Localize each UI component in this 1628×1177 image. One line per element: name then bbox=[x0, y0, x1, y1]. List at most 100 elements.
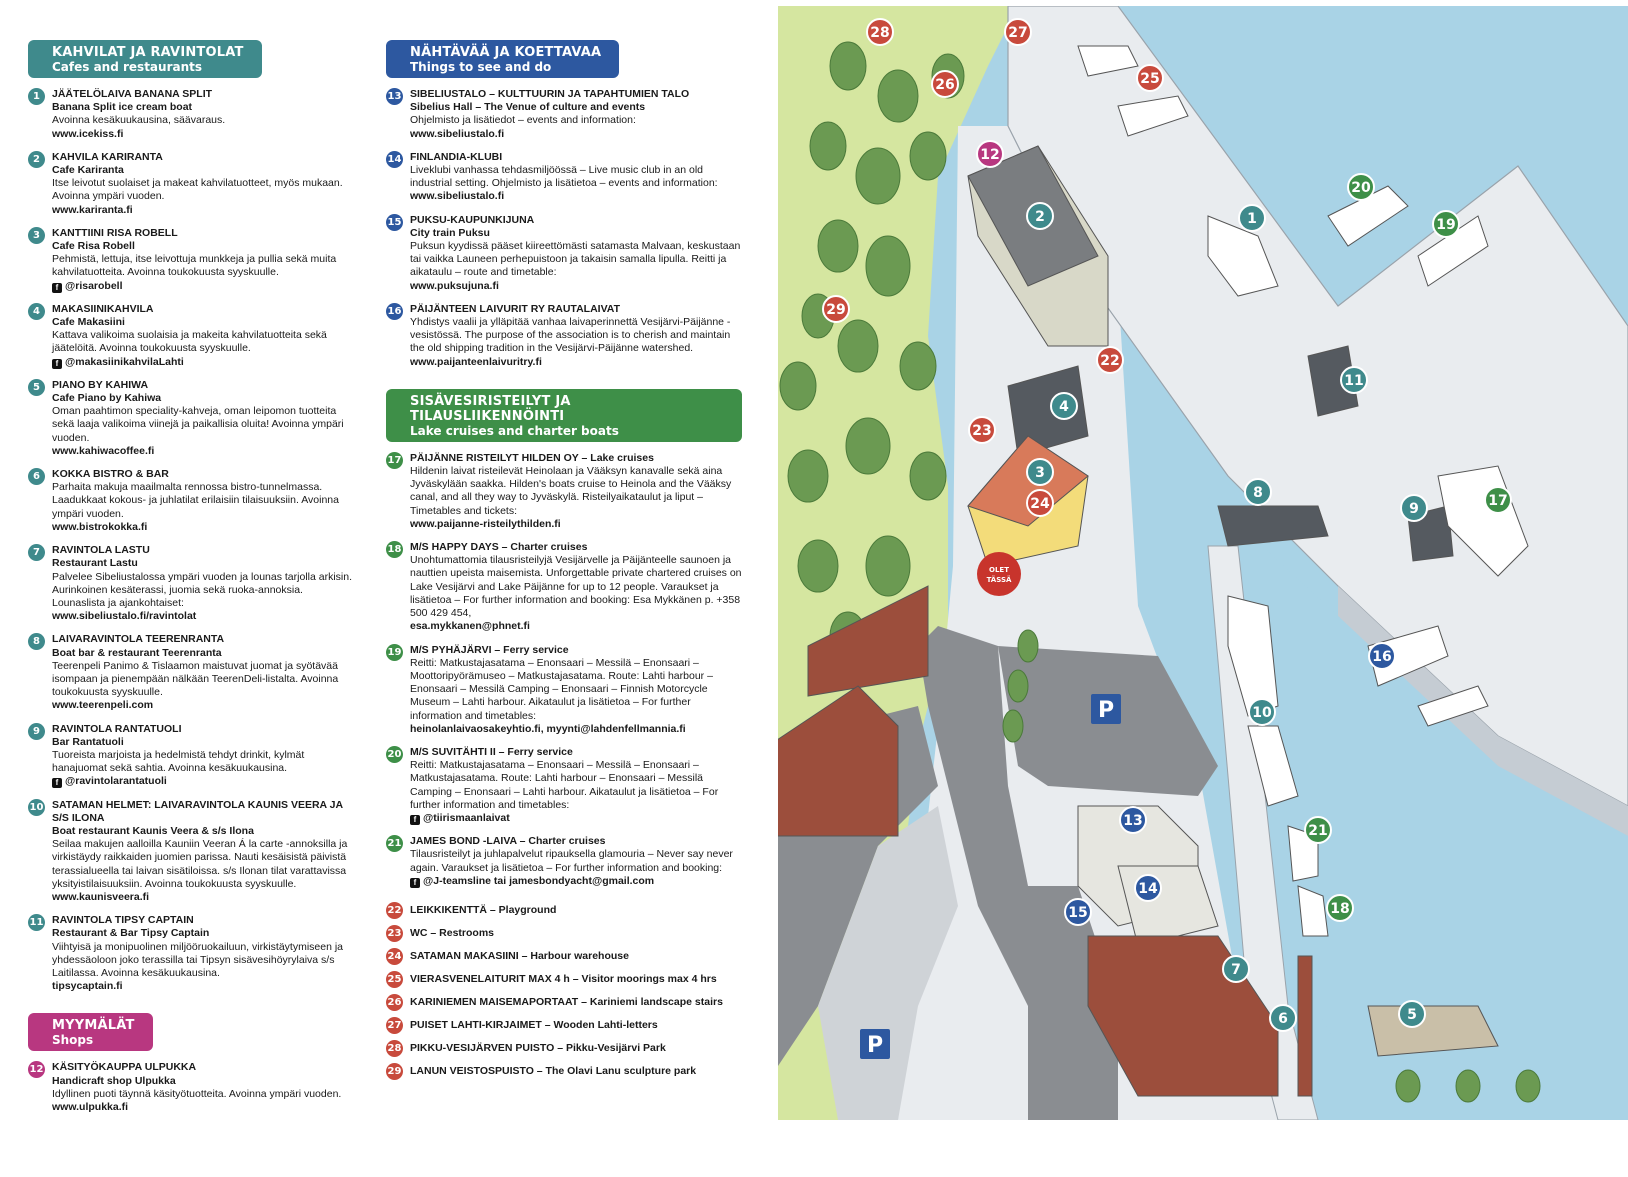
map-marker-16[interactable]: 16 bbox=[1368, 642, 1396, 670]
map-marker-number: 9 bbox=[1409, 501, 1419, 517]
entry-link-text[interactable]: @risarobell bbox=[65, 279, 123, 292]
entry-link-text[interactable]: www.sibeliustalo.fi bbox=[410, 190, 505, 203]
map-marker-2[interactable]: 2 bbox=[1026, 202, 1054, 230]
map-marker-25[interactable]: 25 bbox=[1136, 64, 1164, 92]
entry-link[interactable]: www.ulpukka.fi bbox=[52, 1101, 358, 1114]
entry-link-text[interactable]: www.kaunisveera.fi bbox=[52, 890, 150, 903]
map-marker-9[interactable]: 9 bbox=[1400, 494, 1428, 522]
map-marker-6[interactable]: 6 bbox=[1269, 1004, 1297, 1032]
map-marker-21[interactable]: 21 bbox=[1304, 816, 1332, 844]
parking-sign-south[interactable]: P bbox=[860, 1029, 890, 1059]
entry-link[interactable]: f@J-teamsline tai jamesbondyacht@gmail.c… bbox=[410, 875, 742, 888]
entry-name: KÄSITYÖKAUPPA ULPUKKA bbox=[52, 1061, 197, 1074]
map-marker-29[interactable]: 29 bbox=[822, 295, 850, 323]
shops-heading: MYYMÄLÄT Shops bbox=[28, 1013, 153, 1052]
entry-link-text[interactable]: www.puksujuna.fi bbox=[410, 279, 499, 292]
map-marker-8[interactable]: 8 bbox=[1244, 478, 1272, 506]
sights-title-en: Things to see and do bbox=[410, 60, 552, 74]
map-marker-19[interactable]: 19 bbox=[1432, 210, 1460, 238]
map-marker-number: 13 bbox=[1123, 813, 1142, 829]
map-marker-circle bbox=[1238, 204, 1266, 232]
map-marker-number: 17 bbox=[1488, 493, 1507, 509]
map-marker-circle bbox=[931, 70, 959, 98]
entry-link[interactable]: www.sibeliustalo.fi bbox=[410, 190, 742, 203]
map-marker-circle bbox=[1134, 874, 1162, 902]
map-marker-11[interactable]: 11 bbox=[1340, 366, 1368, 394]
entry-link[interactable]: www.paijanne-risteilythilden.fi bbox=[410, 518, 742, 531]
entry-link-text[interactable]: www.paijanteenlaivuritry.fi bbox=[410, 355, 542, 368]
entry-link[interactable]: f@ravintolarantatuoli bbox=[52, 775, 358, 789]
entry-link[interactable]: www.sibeliustalo.fi bbox=[410, 128, 742, 141]
entry-link[interactable]: f@tiirismaanlaivat bbox=[410, 812, 742, 825]
entry-link[interactable]: tipsycaptain.fi bbox=[52, 980, 358, 993]
map-marker-28[interactable]: 28 bbox=[866, 18, 894, 46]
entry-link[interactable]: esa.mykkanen@phnet.fi bbox=[410, 620, 742, 633]
entry-description: Tilausristeilyt ja juhlapalvelut ripauks… bbox=[410, 848, 733, 874]
misc-label: SATAMAN MAKASIINI – Harbour warehouse bbox=[410, 949, 629, 962]
map-marker-17[interactable]: 17 bbox=[1484, 486, 1512, 514]
map-marker-18[interactable]: 18 bbox=[1326, 894, 1354, 922]
map-marker-22[interactable]: 22 bbox=[1096, 346, 1124, 374]
map-marker-23[interactable]: 23 bbox=[968, 416, 996, 444]
parking-sign-north[interactable]: P bbox=[1091, 694, 1121, 724]
map-marker-number: 2 bbox=[1035, 209, 1045, 225]
map-marker-26[interactable]: 26 bbox=[931, 70, 959, 98]
entry-link-text[interactable]: www.teerenpeli.com bbox=[52, 699, 154, 712]
entry-link-text[interactable]: www.kahiwacoffee.fi bbox=[52, 444, 155, 457]
entry-link-text[interactable]: www.sibeliustalo.fi/ravintolat bbox=[52, 610, 197, 623]
map-marker-10[interactable]: 10 bbox=[1248, 698, 1276, 726]
map-marker-number: 26 bbox=[935, 77, 954, 93]
entry-link-text[interactable]: @tiirismaanlaivat bbox=[423, 811, 510, 824]
entry-number-badge: 14 bbox=[386, 150, 403, 168]
entry-link-text[interactable]: heinolanlaivaosakeyhtio.fi, myynti@lahde… bbox=[410, 722, 686, 735]
map-marker-14[interactable]: 14 bbox=[1134, 874, 1162, 902]
map-marker-3[interactable]: 3 bbox=[1026, 458, 1054, 486]
entry-link[interactable]: www.puksujuna.fi bbox=[410, 280, 742, 293]
entry-link[interactable]: www.paijanteenlaivuritry.fi bbox=[410, 356, 742, 369]
entry-link[interactable]: www.kahiwacoffee.fi bbox=[52, 445, 358, 458]
entry-link-text[interactable]: www.paijanne-risteilythilden.fi bbox=[410, 517, 561, 530]
entry-link-text[interactable]: www.ulpukka.fi bbox=[52, 1101, 129, 1113]
map-marker-4[interactable]: 4 bbox=[1050, 392, 1078, 420]
map-marker-20[interactable]: 20 bbox=[1347, 173, 1375, 201]
map-marker-7[interactable]: 7 bbox=[1222, 955, 1250, 983]
entry-link[interactable]: f@risarobell bbox=[52, 280, 358, 293]
entry-link-text[interactable]: www.bistrokokka.fi bbox=[52, 520, 148, 533]
entry-link-text[interactable]: esa.mykkanen@phnet.fi bbox=[410, 620, 530, 633]
map-marker-15[interactable]: 15 bbox=[1064, 898, 1092, 926]
entry-number-badge: 17 bbox=[386, 451, 403, 469]
map-marker-24[interactable]: 24 bbox=[1026, 489, 1054, 517]
entry-number-badge: 3 bbox=[28, 226, 45, 244]
entry-link-text[interactable]: @J-teamsline tai jamesbondyacht@gmail.co… bbox=[423, 874, 655, 887]
entry-link-text[interactable]: @makasiinikahvilaLahti bbox=[65, 355, 184, 368]
map-marker-13[interactable]: 13 bbox=[1119, 806, 1147, 834]
entry-number-badge: 11 bbox=[28, 914, 45, 932]
entry-link-text[interactable]: www.kariranta.fi bbox=[52, 203, 133, 216]
you-are-here-line2: TÄSSÄ bbox=[987, 575, 1012, 584]
map-marker-number: 19 bbox=[1436, 217, 1455, 233]
map-marker-5[interactable]: 5 bbox=[1398, 1000, 1426, 1028]
map-marker-12[interactable]: 12 bbox=[976, 140, 1004, 168]
sidewalk-west bbox=[818, 806, 958, 1120]
entry-link[interactable]: www.teerenpeli.com bbox=[52, 699, 358, 712]
map-marker-27[interactable]: 27 bbox=[1004, 18, 1032, 46]
entry-link[interactable]: f@makasiinikahvilaLahti bbox=[52, 356, 358, 369]
entry-link[interactable]: www.icekiss.fi bbox=[52, 128, 358, 141]
map-marker-1[interactable]: 1 bbox=[1238, 204, 1266, 232]
entry-number-badge: 28 bbox=[386, 1039, 403, 1057]
entry-description: Ohjelmisto ja lisätiedot – events and in… bbox=[410, 114, 636, 127]
map-marker-circle bbox=[1326, 894, 1354, 922]
entry-link[interactable]: www.kariranta.fi bbox=[52, 204, 358, 217]
entry-link[interactable]: www.bistrokokka.fi bbox=[52, 521, 358, 534]
entry-link[interactable]: www.sibeliustalo.fi/ravintolat bbox=[52, 610, 358, 623]
entry-link-text[interactable]: @ravintolarantatuoli bbox=[65, 775, 167, 788]
entry-link-text[interactable]: www.icekiss.fi bbox=[52, 127, 124, 140]
entry-link-text[interactable]: www.sibeliustalo.fi bbox=[410, 127, 505, 140]
entry-link-text[interactable]: tipsycaptain.fi bbox=[52, 980, 123, 993]
entry-link[interactable]: heinolanlaivaosakeyhtio.fi, myynti@lahde… bbox=[410, 723, 742, 736]
entry-link[interactable]: www.kaunisveera.fi bbox=[52, 891, 358, 904]
